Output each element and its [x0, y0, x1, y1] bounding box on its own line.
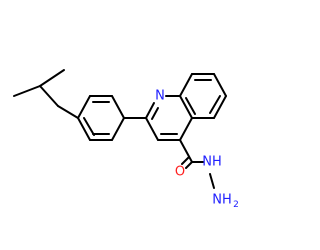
bond-carbonyl-o: [185, 161, 193, 169]
bond-c8a-c8: [179, 73, 193, 97]
carbonyl-oxygen-label: O: [175, 165, 185, 180]
bond-c4-carbonyl: [179, 139, 193, 163]
bond-c6-c5b: [209, 95, 221, 114]
bond-phenyl-6: [77, 117, 91, 141]
hydrazide-nh2-label: NH: [212, 193, 232, 208]
bond-carbonyl-o-2: [181, 156, 190, 165]
bond-isobutyl-ch: [39, 85, 59, 107]
chemical-structure: N O NH NH 2: [13, 69, 239, 211]
bond-phenyl-3: [111, 95, 125, 119]
bond-phenyl-6b: [83, 117, 95, 136]
ring-nitrogen-label: N: [155, 89, 165, 104]
bond-c6-c5: [213, 95, 227, 119]
bond-methyl-top: [39, 69, 65, 87]
bond-nh-nh2: [209, 173, 215, 189]
bond-c4a-c4: [179, 117, 193, 141]
bond-isobutyl-ch2: [57, 105, 79, 119]
bond-c8a-c4a-inner: [185, 97, 196, 115]
bond-phenyl-1: [77, 95, 91, 119]
bond-c2-n1: [145, 102, 155, 119]
hydrazide-nh-label: NH: [202, 155, 222, 170]
bond-c8a-c4a: [179, 95, 193, 119]
bond-c7-c6: [213, 73, 227, 97]
bond-methyl-left: [13, 85, 41, 97]
bond-c3-c2: [145, 117, 159, 141]
bonds: [13, 69, 227, 189]
nh2-subscript-label: 2: [233, 200, 239, 210]
atom-labels: N O NH NH 2: [155, 89, 239, 211]
bond-phenyl-4: [111, 117, 125, 141]
bond-c2-n1b: [151, 107, 159, 120]
